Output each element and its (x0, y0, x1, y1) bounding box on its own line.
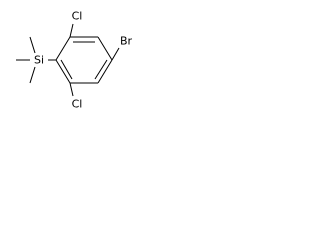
ring-bond-a-b (55, 36, 71, 61)
ring-double-bond-d-e (94, 59, 108, 80)
ring-bond-d-e (97, 59, 113, 84)
bond-si-methyl-down (29, 66, 36, 84)
atom-label-cl-bottom: Cl (72, 98, 83, 111)
ring-bond-f-a (55, 59, 71, 84)
ring-bond-c-d (97, 36, 113, 61)
bond-ring-cl-bottom (69, 82, 74, 97)
bond-ring-cl-top (69, 23, 74, 38)
atom-label-br: Br (120, 35, 133, 48)
bond-ring-br (111, 47, 120, 61)
atom-label-cl-top: Cl (72, 10, 83, 23)
atom-label-si: Si (34, 54, 44, 67)
molecule-structure: Si Cl Cl Br (16, 10, 133, 111)
bond-si-methyl-up (29, 36, 36, 54)
benzene-ring (55, 36, 113, 84)
ring-double-bond-f-a (60, 59, 73, 80)
